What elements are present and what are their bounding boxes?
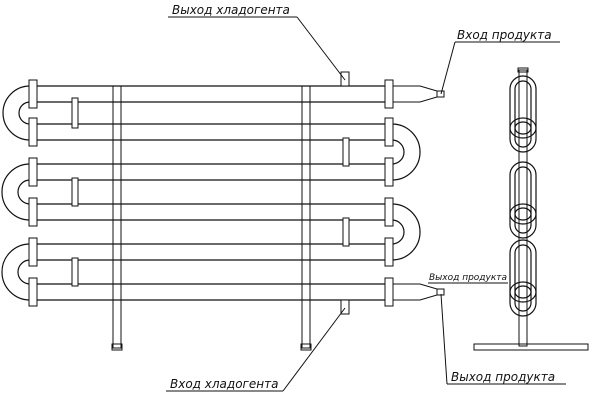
label-coolant-outlet: Выход хладогента xyxy=(172,3,290,17)
pipe-rows xyxy=(30,85,392,301)
flanges-right xyxy=(384,79,394,307)
product-inlet-reducer xyxy=(393,85,445,103)
label-product-outlet: Выход продукта xyxy=(451,370,555,384)
left-u-bends xyxy=(1,85,31,301)
label-coolant-inlet: Вход хладогента xyxy=(170,377,278,391)
right-u-bends xyxy=(391,123,421,261)
coolant-outlet-nozzle xyxy=(340,71,350,87)
coolant-inlet-nozzle xyxy=(340,299,350,315)
label-product-outlet-side: Выход продукта xyxy=(429,273,507,283)
support-frame-right xyxy=(300,85,312,351)
side-view xyxy=(473,67,589,351)
support-frame-left xyxy=(111,85,123,351)
label-product-inlet: Вход продукта xyxy=(457,28,552,42)
leader-lines xyxy=(166,16,566,392)
product-outlet-reducer xyxy=(393,283,445,301)
flanges-left xyxy=(28,79,38,307)
pipe-couplings xyxy=(71,97,350,287)
